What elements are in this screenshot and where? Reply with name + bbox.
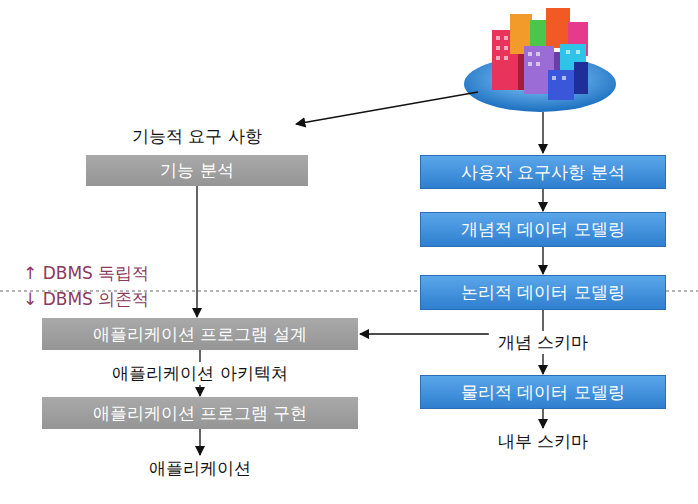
- edge-label: 개념 스키마: [495, 331, 591, 354]
- process-box: 애플리케이션 프로그램 구현: [42, 397, 358, 429]
- dbms-note: ↓ DBMS 의존적: [20, 288, 152, 311]
- box-label: 기능 분석: [160, 159, 233, 182]
- output-label: 애플리케이션: [146, 457, 254, 480]
- box-label: 애플리케이션 프로그램 구현: [93, 402, 308, 425]
- modeling-box: 사용자 요구사항 분석: [420, 155, 666, 189]
- modeling-box: 물리적 데이터 모델링: [420, 375, 666, 409]
- box-label: 사용자 요구사항 분석: [461, 161, 625, 184]
- connector-arrow: [542, 247, 543, 274]
- modeling-box: 개념적 데이터 모델링: [420, 212, 666, 247]
- box-label: 논리적 데이터 모델링: [461, 281, 625, 304]
- process-box: 기능적 요구 사항기능 분석: [86, 155, 308, 186]
- dbms-note: ↑ DBMS 독립적: [20, 262, 152, 285]
- output-label: 내부 스키마: [495, 430, 591, 453]
- schema-arrow: [360, 333, 489, 334]
- requirement-arrow: [542, 112, 543, 153]
- requirement-arrow: [296, 92, 478, 124]
- connector-arrow: [196, 186, 197, 317]
- box-label: 물리적 데이터 모델링: [461, 381, 625, 404]
- edge-label: 애플리케이션 아키텍쳐: [109, 362, 290, 385]
- modeling-box: 논리적 데이터 모델링: [420, 275, 666, 310]
- buildings-illustration: [464, 8, 616, 112]
- box-heading: 기능적 요구 사항: [86, 125, 308, 148]
- connector-arrow: [542, 189, 543, 211]
- process-box: 애플리케이션 프로그램 설계: [42, 318, 358, 350]
- box-label: 애플리케이션 프로그램 설계: [93, 323, 308, 346]
- output-arrow: [199, 429, 200, 455]
- output-arrow: [542, 409, 543, 428]
- box-label: 개념적 데이터 모델링: [461, 218, 625, 241]
